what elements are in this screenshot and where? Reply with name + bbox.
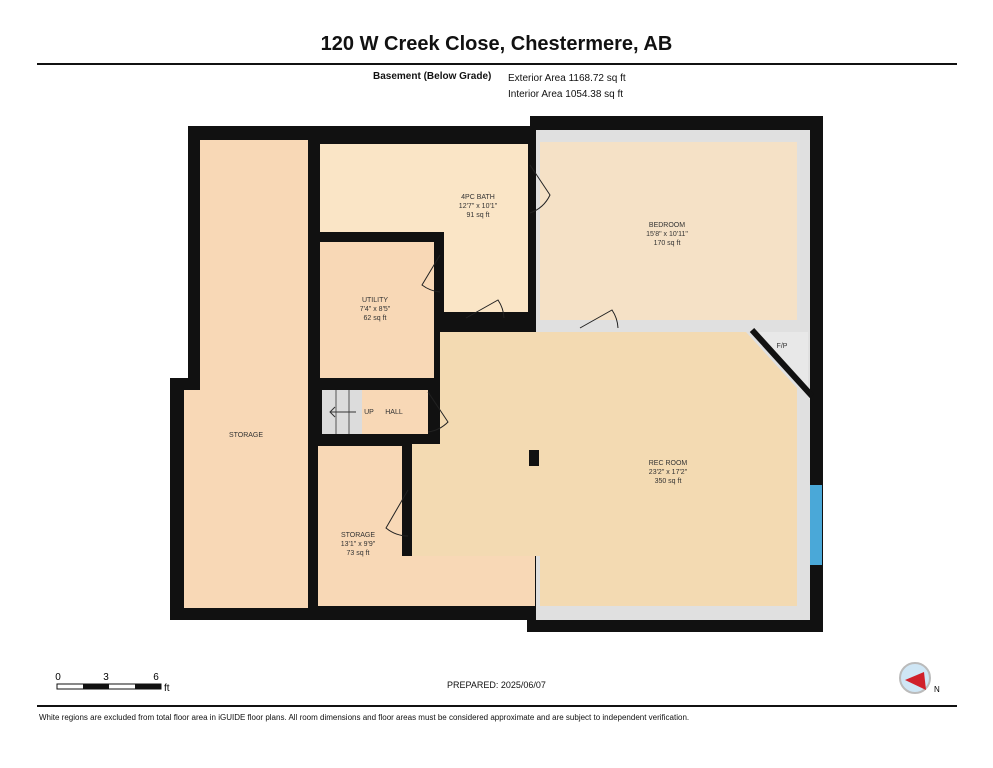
storage-small-name: STORAGE (341, 532, 375, 539)
room-rec (412, 332, 797, 606)
compass-label: N (934, 685, 940, 694)
room-bedroom (540, 142, 797, 320)
scale-tick-3: 3 (103, 672, 109, 683)
utility-area: 62 sq ft (364, 315, 387, 322)
compass-icon: N (899, 662, 940, 694)
disclaimer: White regions are excluded from total fl… (39, 713, 690, 722)
area-summary: Exterior Area 1168.72 sq ft Interior Are… (508, 71, 626, 103)
prepared-date: PREPARED: 2025/06/07 (447, 680, 546, 690)
hall-name: HALL (385, 409, 403, 416)
footer-divider (37, 705, 957, 707)
storage-large-name: STORAGE (229, 432, 263, 439)
header-divider (37, 63, 957, 65)
rec-area: 350 sq ft (655, 478, 682, 485)
scale-tick-0: 0 (55, 672, 61, 683)
bedroom-dims: 15'8" x 10'11" (646, 231, 688, 238)
room-utility (320, 242, 434, 378)
scale-bar: 0 3 6 ft (55, 672, 170, 694)
bath-dims: 12'7" x 10'1" (459, 203, 498, 210)
exterior-area: Exterior Area 1168.72 sq ft (508, 73, 626, 84)
scale-unit: ft (164, 683, 170, 694)
storage-small-area: 73 sq ft (347, 550, 370, 557)
bedroom-name: BEDROOM (649, 222, 685, 229)
fireplace-label: F/P (777, 343, 788, 350)
window (810, 485, 822, 565)
rec-name: REC ROOM (649, 460, 688, 467)
bedroom-area: 170 sq ft (654, 240, 681, 247)
room-hall (362, 390, 428, 434)
bath-name: 4PC BATH (461, 194, 495, 201)
room-storage-small (318, 446, 535, 606)
interior-area: Interior Area 1054.38 sq ft (508, 89, 624, 100)
stairs-label: UP (364, 409, 374, 416)
utility-dims: 7'4" x 8'5" (360, 306, 391, 313)
floor-label: Basement (Below Grade) (373, 71, 492, 82)
stairs (322, 390, 362, 434)
storage-small-dims: 13'1" x 9'9" (341, 541, 376, 548)
room-storage-large (184, 140, 308, 608)
bath-area: 91 sq ft (467, 212, 490, 219)
page-title: 120 W Creek Close, Chestermere, AB (320, 33, 673, 55)
rec-dims: 23'2" x 17'2" (649, 469, 688, 476)
scale-tick-6: 6 (153, 672, 159, 683)
pillar (529, 450, 539, 466)
utility-name: UTILITY (362, 297, 388, 304)
room-bath (320, 144, 528, 312)
doors (385, 164, 619, 537)
